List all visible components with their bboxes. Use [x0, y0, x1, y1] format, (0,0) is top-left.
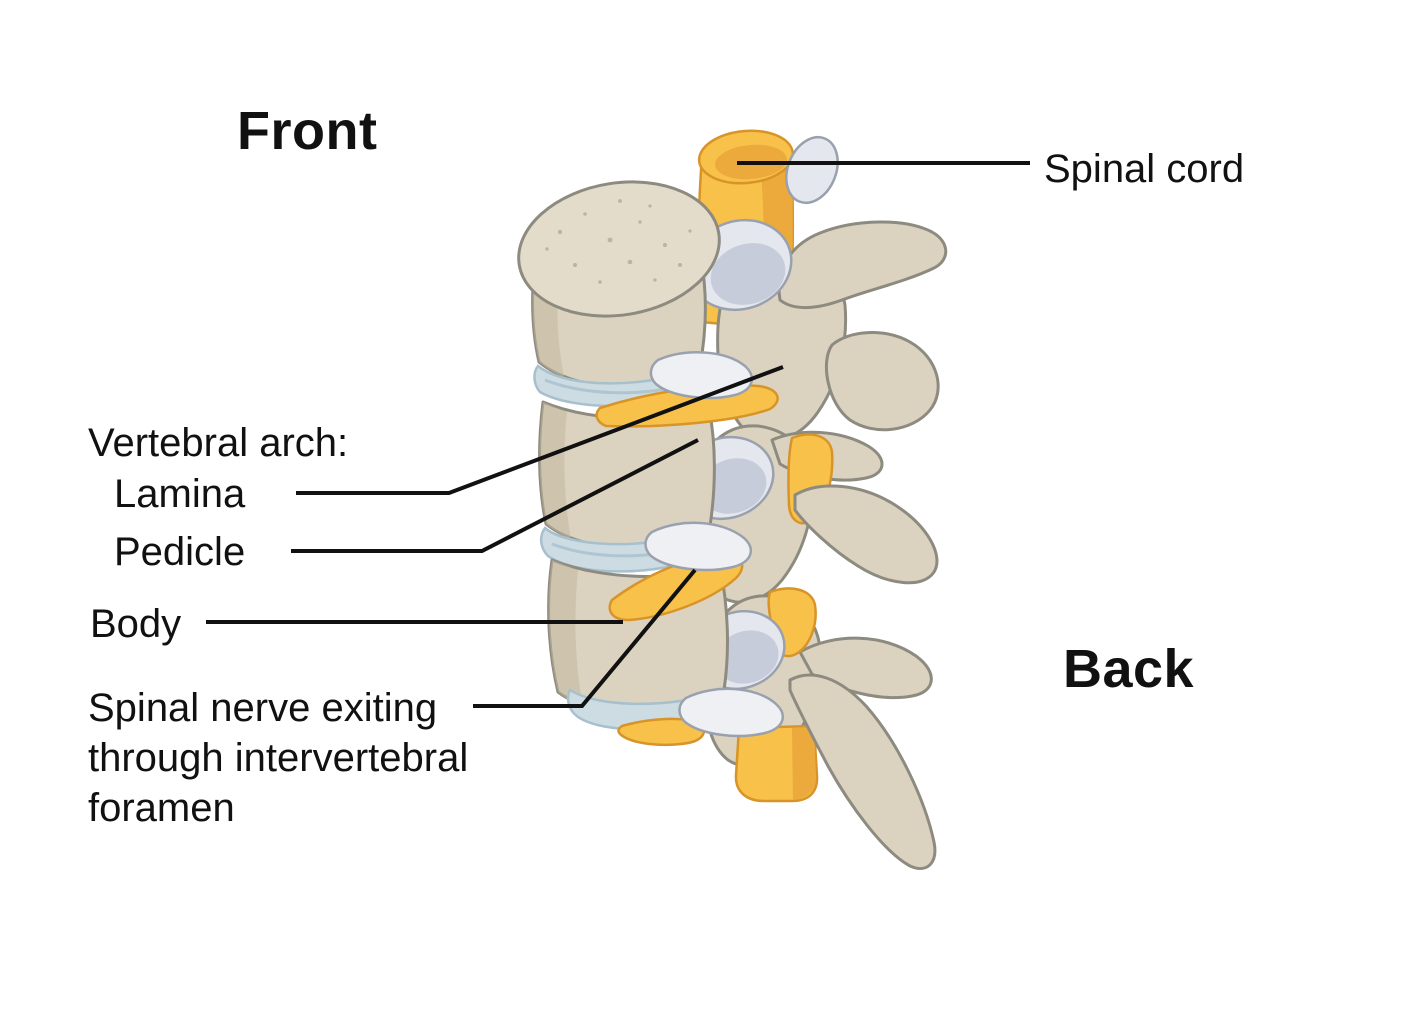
spinal-nerve-3 — [617, 717, 706, 747]
lamina-label: Lamina — [114, 472, 246, 516]
vertebra-3-body-shade — [548, 560, 583, 707]
crescent-vertebra-2 — [644, 521, 753, 572]
vertebra-1-top-face — [517, 180, 721, 318]
facet-vertebra-1-shade — [710, 243, 786, 305]
crescent-vertebra-3 — [678, 687, 785, 738]
inferior-articular-crescents — [644, 351, 785, 738]
vertebral-bodies — [517, 180, 729, 731]
vertebral-arch-label: Vertebral arch: — [88, 421, 349, 465]
spinal-nerve-leader-line — [473, 568, 697, 708]
spinal-cord-label: Spinal cord — [1044, 147, 1245, 191]
spinal-cord-lower-illustration — [734, 724, 819, 803]
front-label: Front — [237, 101, 378, 161]
vertebra-2-body-shade — [539, 402, 571, 539]
vertebra-1-top-speckles — [545, 199, 692, 284]
facet-vertebra-2-shade — [699, 458, 767, 514]
vertebra-2-spinous-process — [793, 484, 939, 585]
pedicle-label: Pedicle — [114, 530, 246, 574]
vertebra-1-transverse-process — [777, 220, 948, 310]
body-label: Body — [90, 602, 182, 646]
back-label: Back — [1063, 639, 1195, 699]
spinal-cord-lower-shading — [792, 727, 817, 800]
facet-vertebra-3-shade — [715, 630, 779, 684]
pedicle-leader-line — [291, 438, 699, 553]
leader-lines — [206, 161, 1030, 708]
spinal-nerve-label: Spinal nerve exiting through interverteb… — [88, 686, 469, 830]
vertebra-3-spinous-process — [788, 673, 937, 870]
lamina-leader-line — [296, 365, 784, 495]
vertebra-1-spinous-process — [824, 331, 940, 432]
